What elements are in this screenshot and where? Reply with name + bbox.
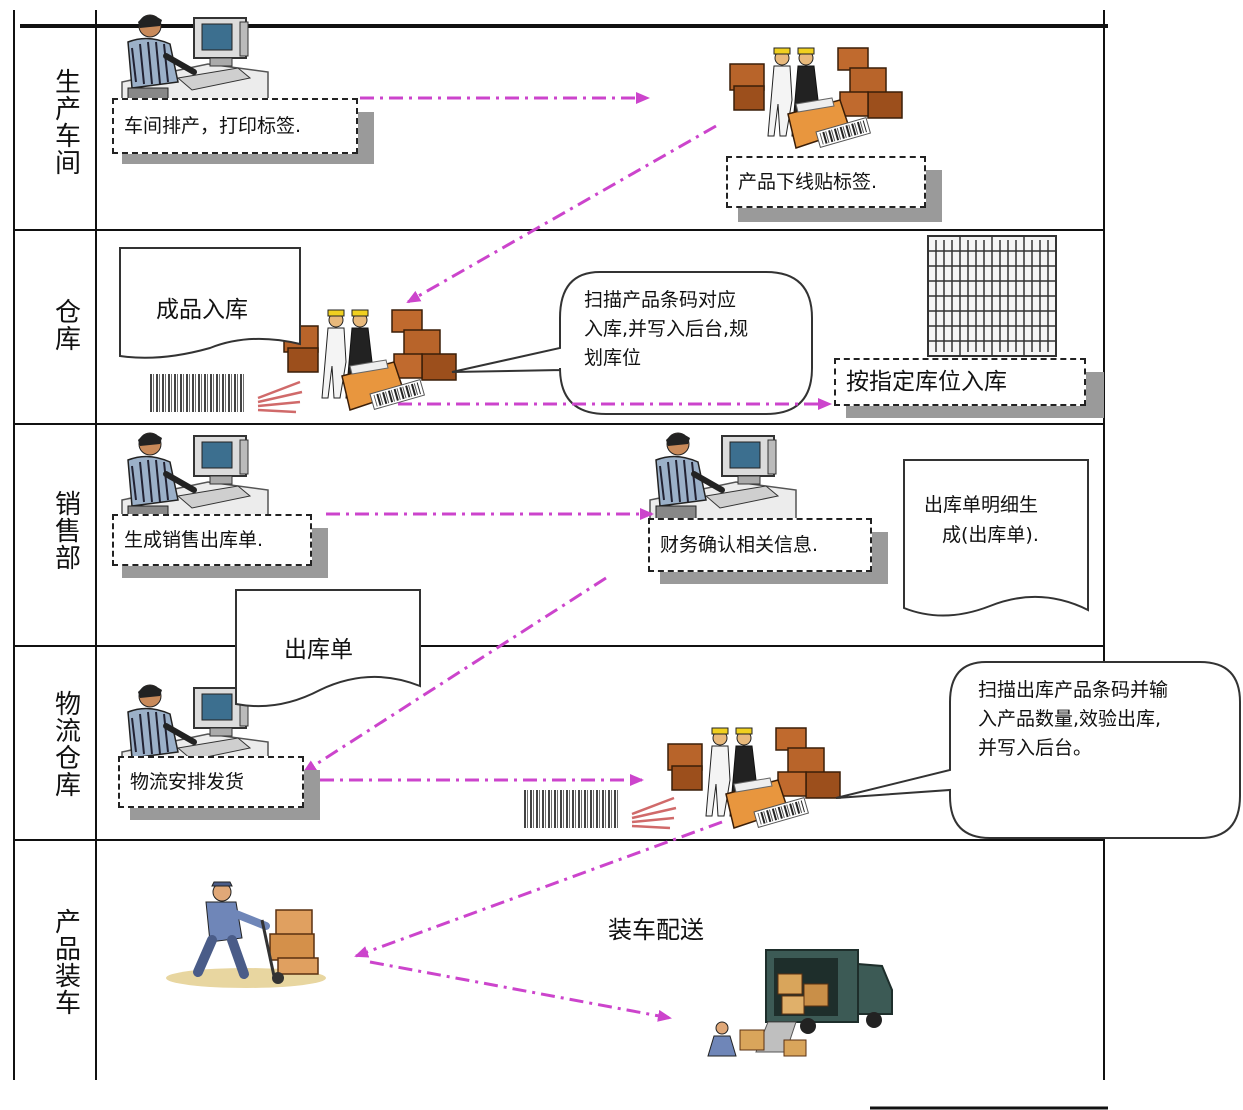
warehouse-shelf-icon: [927, 235, 1057, 357]
outbound-detail-doc-shape: [903, 459, 1089, 617]
step-text: 产品下线贴标签.: [738, 171, 878, 193]
lane-label-text: 生产车间: [54, 68, 81, 179]
scan-out-callout-line: 入产品数量,效验出库,: [978, 708, 1162, 730]
scan-callout-line: 划库位: [584, 347, 642, 369]
lane-label-text: 仓库: [54, 298, 81, 355]
workers-boxes-icon: [729, 47, 903, 149]
outbound-doc-shape: [235, 589, 421, 708]
lane-label-production: 生产车间: [50, 70, 86, 178]
step-shelf-box: 按指定库位入库: [834, 358, 1086, 406]
lane-label-sales: 销售部: [50, 492, 86, 573]
outbound-detail-line: 成(出库单).: [942, 524, 1039, 546]
scan-out-callout-line: 扫描出库产品条码并输: [978, 679, 1169, 701]
inbound-doc-text: 成品入库: [156, 297, 248, 323]
lane-label-warehouse: 仓库: [50, 300, 86, 354]
step-finance-confirm: 财务确认相关信息.: [648, 518, 872, 572]
scan-callout-text: 扫描产品条码对应 入库,并写入后台,规 划库位: [584, 286, 748, 373]
step-product-label: 产品下线贴标签.: [726, 156, 926, 208]
inbound-doc-shape: [119, 247, 301, 359]
scan-out-callout-line: 并写入后台。: [978, 737, 1093, 759]
step-text: 车间排产，打印标签.: [124, 115, 302, 137]
step-text: 按指定库位入库: [846, 369, 1007, 395]
scanner-icon: [148, 372, 304, 414]
outbound-detail-line: 出库单明细生: [924, 494, 1039, 516]
swimlane-frame: [13, 10, 1108, 1110]
lane-label-logistics: 物流仓库: [50, 692, 86, 800]
step-text: 财务确认相关信息.: [660, 534, 819, 556]
scan-callout-line: 扫描产品条码对应: [584, 289, 737, 311]
step-sales-order: 生成销售出库单.: [112, 514, 312, 566]
hand-truck-worker-icon: [166, 881, 326, 988]
step-logistics-ship: 物流安排发货: [118, 756, 304, 808]
delivery-truck-icon: [707, 949, 893, 1057]
scan-out-callout-shape: [835, 661, 1241, 839]
step-text: 生成销售出库单.: [124, 529, 264, 551]
flow-arrows: [302, 92, 832, 1022]
step-text: 物流安排发货: [130, 771, 245, 793]
workers-boxes-icon: [667, 727, 841, 829]
lane-label-text: 物流仓库: [54, 690, 81, 801]
lane-label-text: 产品装车: [54, 908, 81, 1019]
lane-label-loading: 产品装车: [50, 910, 86, 1018]
outbound-doc-text: 出库单: [284, 637, 353, 663]
scan-out-callout-text: 扫描出库产品条码并输 入产品数量,效验出库, 并写入后台。: [978, 676, 1168, 763]
loading-label: 装车配送: [608, 916, 704, 944]
outbound-detail-doc-text: 出库单明细生 成(出库单).: [924, 490, 1039, 550]
scanner-icon: [522, 788, 678, 830]
step-workshop-schedule: 车间排产，打印标签.: [112, 98, 358, 154]
scan-callout-line: 入库,并写入后台,规: [584, 318, 749, 340]
workers-boxes-icon: [283, 309, 457, 411]
lane-label-text: 销售部: [54, 490, 81, 574]
scan-callout-shape: [451, 271, 813, 415]
